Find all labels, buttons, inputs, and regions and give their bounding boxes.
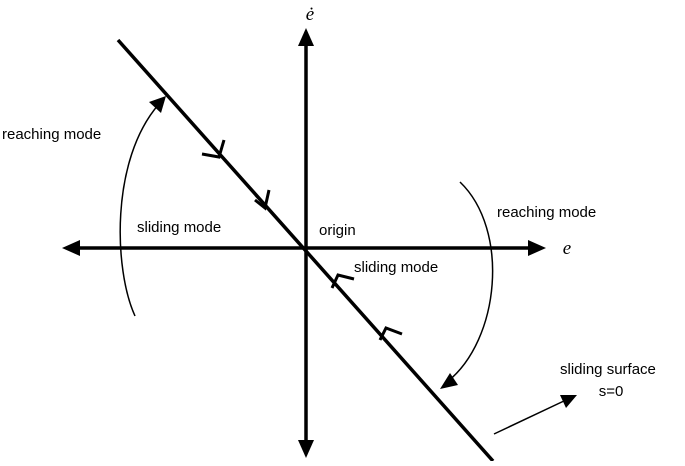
horizontal-axis-right-arrowhead: [528, 240, 546, 256]
horizontal-axis-symbol: e: [563, 238, 571, 259]
reaching-arc-left-curve: [119, 103, 160, 317]
reaching-mode-label-left: reaching mode: [2, 126, 101, 143]
direction-chevron-upper-2: [254, 189, 271, 211]
sliding-surface-equation: s=0: [599, 383, 624, 400]
sliding-surface-label: sliding surface: [560, 361, 656, 378]
vertical-axis-symbol: ė: [306, 4, 314, 25]
vertical-axis: [298, 28, 314, 458]
surface-pointer-arrowhead: [560, 395, 577, 408]
vertical-axis-bottom-arrowhead: [298, 440, 314, 458]
direction-chevron-upper-1: [201, 139, 226, 159]
reaching-arc-right-arrowhead: [440, 373, 458, 389]
reaching-arc-left: [119, 96, 166, 317]
vertical-axis-top-arrowhead: [298, 28, 314, 46]
reaching-arc-right-curve: [446, 181, 494, 383]
sliding-surface-line: [116, 38, 495, 463]
reaching-arc-right: [440, 181, 494, 389]
sliding-surface-stroke: [116, 38, 495, 463]
origin-label: origin: [319, 222, 356, 239]
reaching-arc-left-arrowhead: [149, 96, 166, 113]
surface-pointer-line: [493, 399, 567, 435]
reaching-mode-label-right: reaching mode: [497, 204, 596, 221]
direction-chevron-lower-1: [330, 273, 355, 289]
horizontal-axis-left-arrowhead: [62, 240, 80, 256]
surface-pointer-arrow: [493, 395, 577, 435]
direction-chevron-lower-2: [378, 326, 403, 341]
sliding-mode-label-left: sliding mode: [137, 219, 221, 236]
sliding-mode-label-right: sliding mode: [354, 259, 438, 276]
